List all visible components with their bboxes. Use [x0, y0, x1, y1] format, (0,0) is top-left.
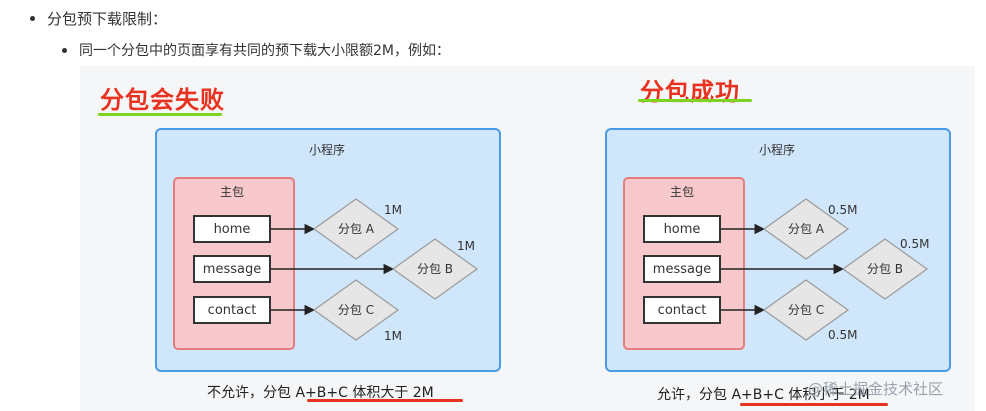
right-size-b: 0.5M — [900, 237, 929, 251]
bullet-level1-text: 分包预下载限制： — [47, 10, 168, 28]
right-main-label: 主包 — [670, 185, 695, 199]
right-size-c: 0.5M — [828, 328, 857, 342]
left-diamond-b-label: 分包 B — [417, 262, 453, 276]
right-diamond-a — [762, 198, 850, 260]
bullet-dot-icon — [30, 16, 35, 21]
left-title-underline — [98, 113, 222, 116]
right-diamond-b — [841, 238, 929, 300]
left-diamond-c-label: 分包 C — [338, 303, 374, 317]
left-caption: 不允许，分包 A+B+C 体积大于 2M — [207, 385, 434, 401]
bullet-level2: 同一个分包中的页面享有共同的预下载大小限额2M，例如： — [62, 40, 450, 60]
left-box-message: message — [193, 255, 271, 283]
right-box-home: home — [643, 215, 721, 243]
left-diamond-b — [391, 238, 479, 300]
left-diamond-a-label: 分包 A — [338, 222, 375, 236]
right-title-underline — [638, 99, 752, 102]
left-caption-underline — [307, 399, 463, 402]
right-diamond-c — [762, 279, 850, 341]
right-panel-label: 小程序 — [759, 143, 796, 157]
left-size-c: 1M — [384, 329, 402, 343]
bullet-dot-icon — [62, 47, 67, 53]
bullet-level1: 分包预下载限制： — [30, 8, 167, 29]
right-caption: 允许，分包 A+B+C 体积小于 2M — [657, 387, 870, 403]
right-size-a: 0.5M — [828, 203, 857, 217]
left-panel-label: 小程序 — [309, 143, 346, 157]
left-box-contact: contact — [193, 296, 271, 324]
bullet-level2-text: 同一个分包中的页面享有共同的预下载大小限额2M，例如： — [79, 43, 450, 59]
watermark: @稀土掘金技术社区 — [808, 380, 944, 398]
left-diamond-a — [312, 198, 400, 260]
left-diamond-c — [312, 279, 400, 341]
right-caption-underline — [740, 403, 888, 406]
right-diamond-c-label: 分包 C — [788, 303, 824, 317]
left-box-home: home — [193, 215, 271, 243]
right-box-message: message — [643, 255, 721, 283]
left-size-b: 1M — [457, 239, 475, 253]
left-title: 分包会失败 — [100, 86, 225, 114]
left-main-label: 主包 — [220, 185, 245, 199]
right-box-contact: contact — [643, 296, 721, 324]
right-diamond-a-label: 分包 A — [788, 222, 825, 236]
right-diamond-b-label: 分包 B — [867, 262, 903, 276]
left-size-a: 1M — [384, 203, 402, 217]
